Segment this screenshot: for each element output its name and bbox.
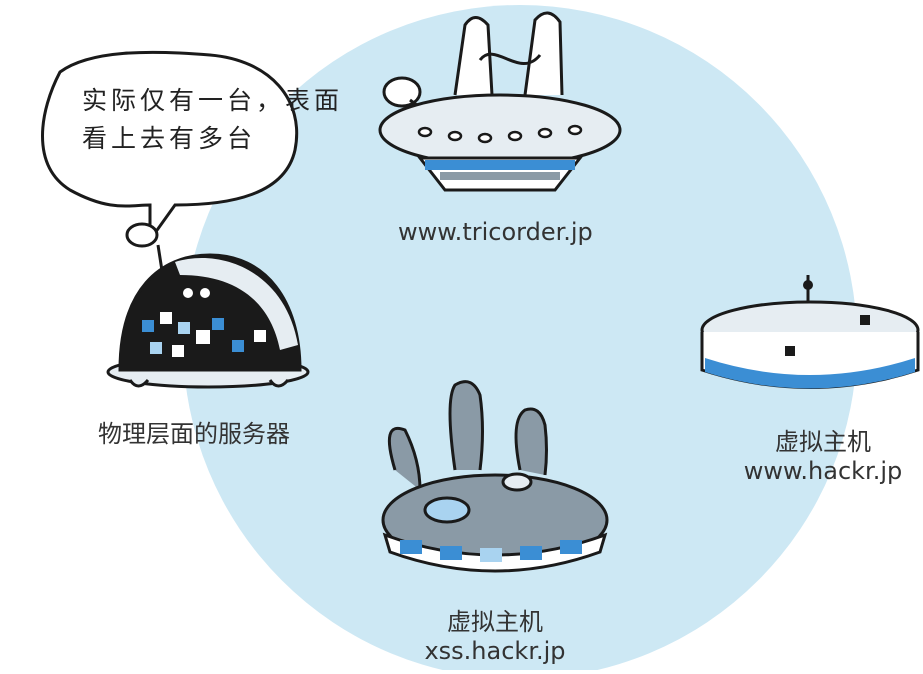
speech-bubble [41,50,299,245]
speech-bubble-line-1: 实际仅有一台，表面 [82,86,344,115]
hackr-host-label: 虚拟主机 xss.hackr.jp www.hackr.jp [728,428,918,486]
hackr-host-kind: 虚拟主机 [775,428,871,456]
hackr-host-domain-text: www.hackr.jp [743,456,903,485]
xss-host-domain: xss.hackr.jp [424,636,566,665]
physical-server-ship [106,222,310,389]
xss-ship [381,380,609,573]
physical-server-label: 物理层面的服务器 [98,420,290,448]
xss-host-kind: 虚拟主机 [447,608,543,636]
antenna-dish-icon [125,222,159,248]
speech-bubble-text: 实际仅有一台，表面 看上去有多台 [82,82,343,158]
virtual-space-circle [183,5,857,674]
tricorder-ship [378,11,622,192]
hackr-ship [700,275,920,389]
speech-bubble-line-2: 看上去有多台 [82,124,257,153]
tricorder-domain-label: www.tricorder.jp [398,218,593,246]
xss-host-label: 虚拟主机 xss.hackr.jp [420,608,570,666]
